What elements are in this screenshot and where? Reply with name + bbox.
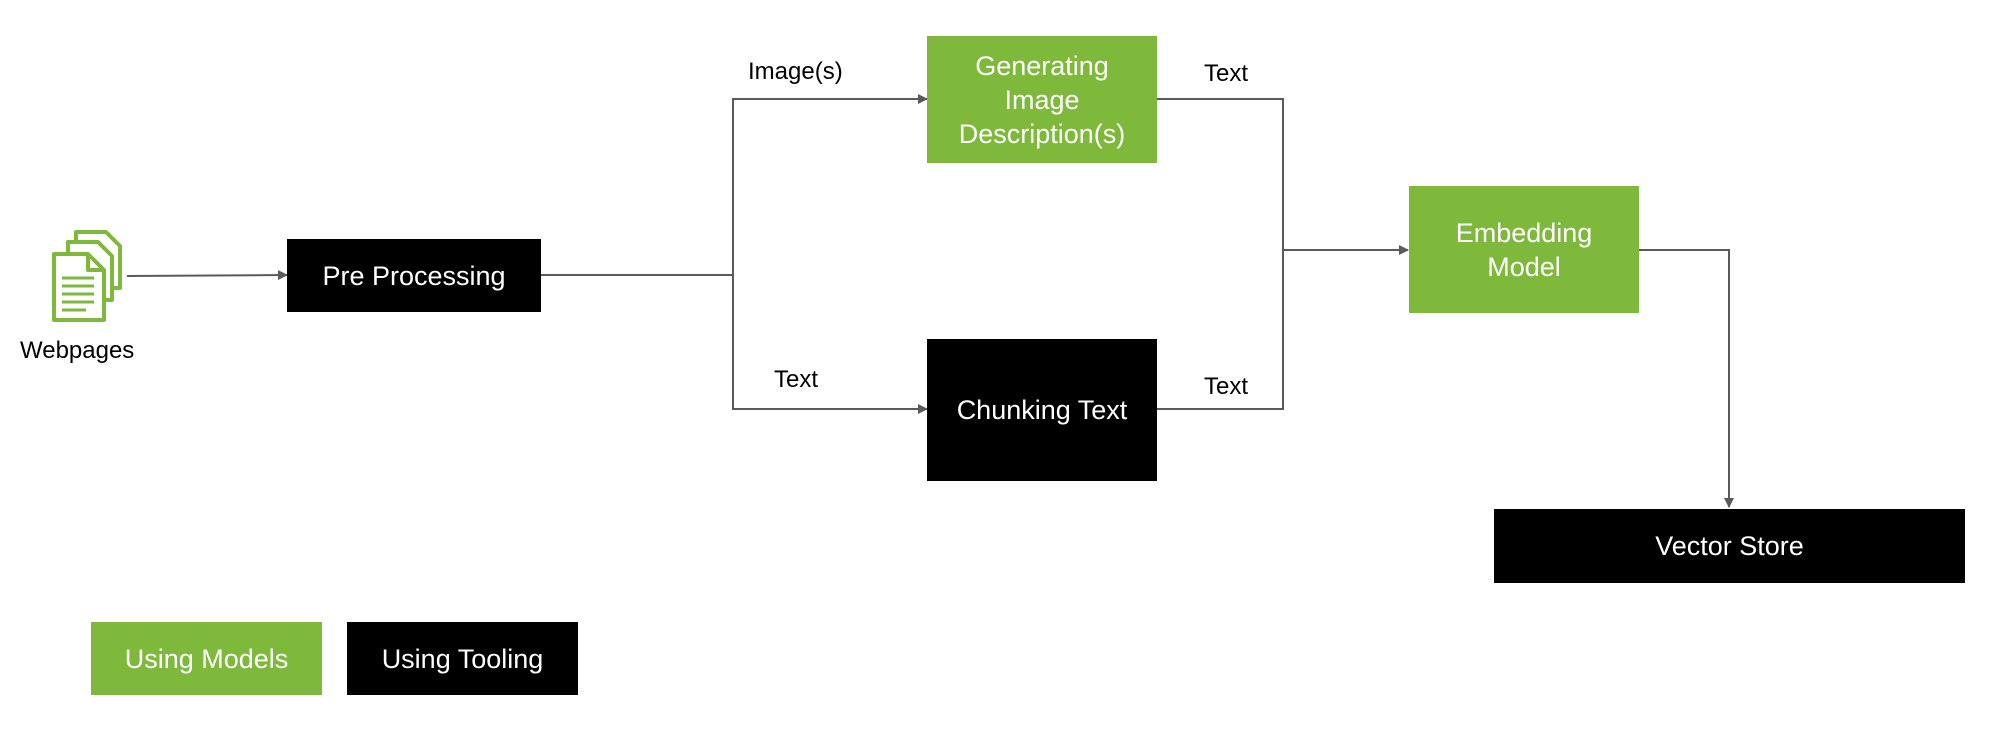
text-branch-arrow [732,275,928,414]
webpages-to-preprocessing-arrow [126,270,288,281]
text-from-image-description-edge-label: Text [1204,60,1249,87]
text-from-chunking-edge-label: Text [1204,373,1249,400]
vector-store-node: Vector Store [1494,509,1965,583]
generating-image-description-node: Generating Image Description(s) [927,36,1157,163]
embedding-to-vectorstore-arrow [1639,249,1734,508]
embedding-model-node: Embedding Model [1409,186,1639,313]
chunking-text-node: Chunking Text [927,339,1157,481]
pre-processing-node: Pre Processing [287,239,541,312]
legend-using-models: Using Models [91,622,322,695]
images-edge-label: Image(s) [748,58,843,85]
text-to-chunking-edge-label: Text [774,366,819,393]
legend-using-tooling: Using Tooling [347,622,578,695]
images-branch-arrow [732,94,928,275]
document-stack-icon [50,228,126,324]
merge-line [1157,98,1284,410]
webpages-label: Webpages [20,337,135,364]
